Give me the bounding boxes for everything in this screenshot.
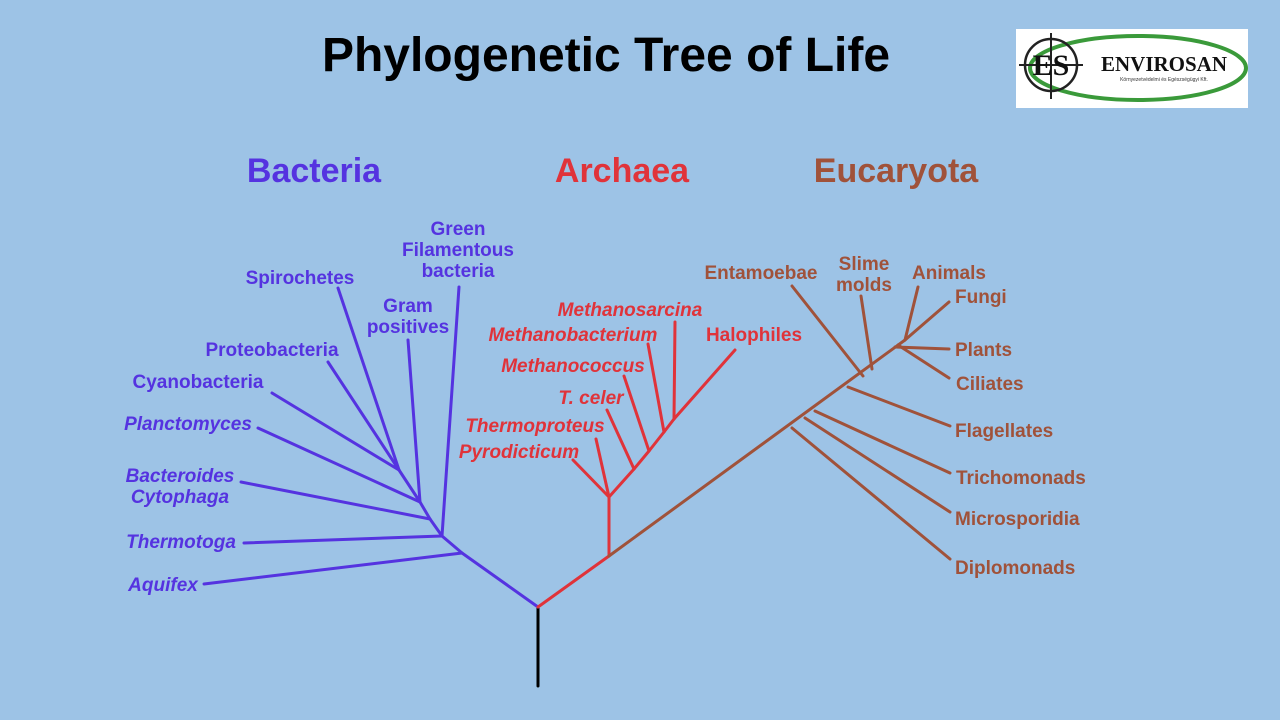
label-t-celer: T. celer <box>558 388 624 409</box>
label-plants: Plants <box>955 340 1013 361</box>
svg-text:Környezetvédelmi és Egészségüg: Környezetvédelmi és Egészségügyi Kft. <box>1120 77 1208 83</box>
label-thermoproteus: Thermoproteus <box>465 416 605 437</box>
label-proteobacteria: Proteobacteria <box>205 340 339 361</box>
label-methanobacterium: Methanobacterium <box>488 325 658 346</box>
label-entamoebae: Entamoebae <box>704 263 818 284</box>
label-gram-positives: Gram positives <box>366 296 450 338</box>
label-fungi: Fungi <box>955 287 1007 308</box>
label-trichomonads: Trichomonads <box>956 468 1086 489</box>
label-bacteroides-cytophaga: Bacteroides Cytophaga <box>125 466 235 508</box>
envirosan-logo: ES ENVIROSAN Környezetvédelmi és Egészsé… <box>1016 29 1248 108</box>
label-pyrodicticum: Pyrodicticum <box>458 442 580 463</box>
label-slime-molds: Slime molds <box>836 254 892 296</box>
domain-archaea: Archaea <box>554 152 690 190</box>
label-methanosarcina: Methanosarcina <box>557 300 703 321</box>
label-diplomonads: Diplomonads <box>955 558 1076 579</box>
label-cyanobacteria: Cyanobacteria <box>132 372 264 393</box>
svg-text:ENVIROSAN: ENVIROSAN <box>1101 52 1227 76</box>
domain-bacteria: Bacteria <box>246 152 382 190</box>
label-green-filamentous-bacteria: Green Filamentous bacteria <box>402 219 514 282</box>
label-thermotoga: Thermotoga <box>126 532 236 553</box>
label-spirochetes: Spirochetes <box>245 268 355 289</box>
archaea-branches <box>536 320 737 609</box>
label-methanococcus: Methanococcus <box>501 356 645 377</box>
label-microsporidia: Microsporidia <box>955 509 1080 530</box>
svg-text:ES: ES <box>1033 49 1070 82</box>
label-flagellates: Flagellates <box>955 421 1054 442</box>
domain-eucaryota: Eucaryota <box>813 152 979 190</box>
label-ciliates: Ciliates <box>956 374 1024 395</box>
label-planctomyces: Planctomyces <box>124 414 252 435</box>
label-aquifex: Aquifex <box>128 575 198 596</box>
eucaryota-branches <box>607 284 952 561</box>
bacteria-branches <box>202 285 540 609</box>
label-animals: Animals <box>912 263 986 284</box>
page-title: Phylogenetic Tree of Life <box>321 29 891 82</box>
label-halophiles: Halophiles <box>705 325 803 346</box>
